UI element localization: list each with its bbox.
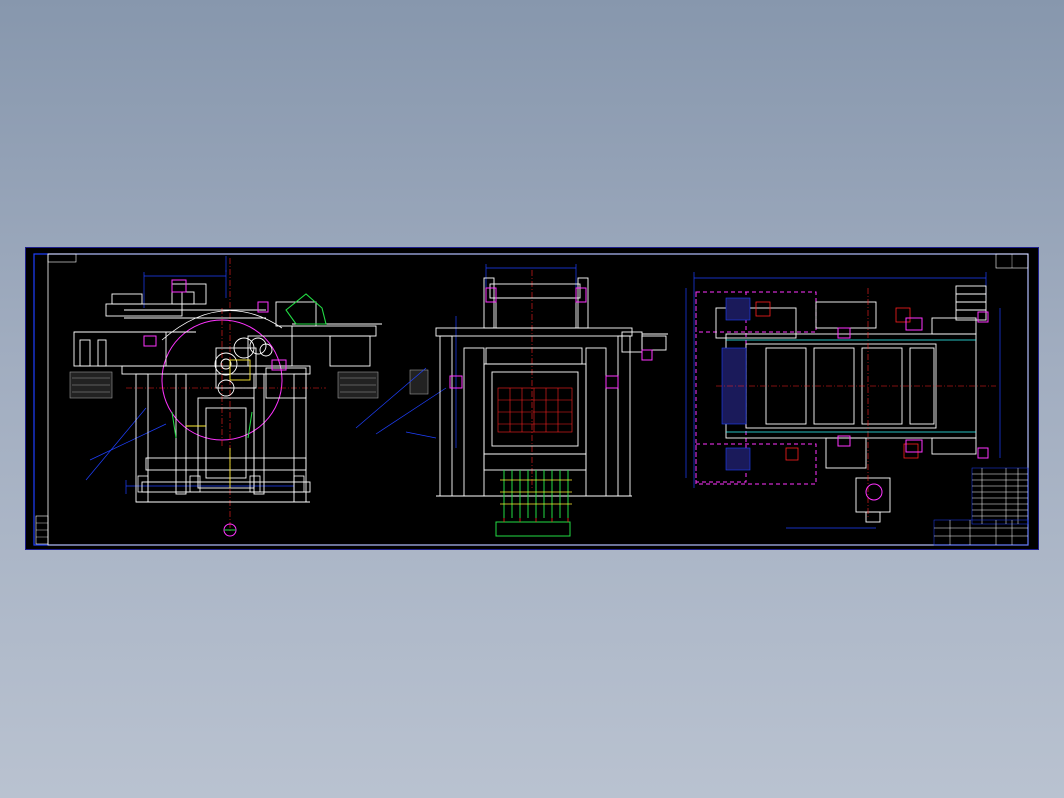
front-top-header	[489, 283, 581, 299]
drawing-sheet	[25, 247, 1039, 550]
green-guard	[285, 293, 327, 325]
cad-drawing	[33, 253, 1029, 546]
title-block	[933, 519, 1029, 546]
front-elevation-view	[435, 264, 668, 537]
sheet-inner-border	[47, 253, 1029, 546]
plan-view	[685, 272, 1001, 529]
parts-list	[971, 467, 1029, 525]
side-elevation-view	[69, 256, 447, 537]
front-base-block	[495, 521, 571, 537]
corner-label-box	[47, 253, 77, 263]
